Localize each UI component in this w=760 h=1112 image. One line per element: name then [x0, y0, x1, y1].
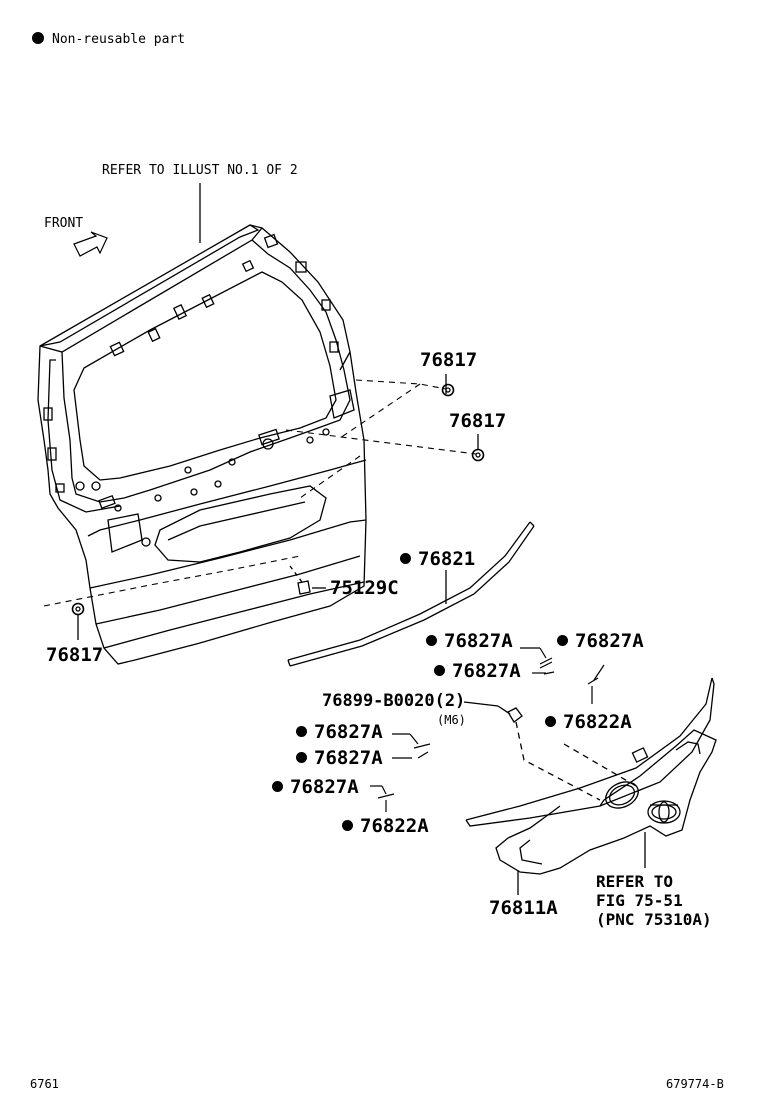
part-76827a-1-text: 76827A: [444, 630, 513, 652]
non-reusable-dot-icon: [426, 635, 437, 646]
part-76822a-2-text: 76822A: [360, 815, 429, 837]
non-reusable-dot-icon: [296, 726, 307, 737]
clip-76899: [463, 701, 637, 801]
legend-dot-icon: [32, 32, 44, 44]
part-76817-a: 76817: [420, 349, 478, 371]
weatherstrip-76821: [287, 521, 535, 667]
refer-line-1: REFER TO: [596, 872, 674, 891]
front-label: FRONT: [44, 216, 84, 231]
fastener-strips-76827a: [370, 647, 605, 812]
nut-76817-b: [471, 448, 485, 462]
part-76899-note: (M6): [437, 713, 466, 727]
part-76822a-2: 76822A: [342, 817, 429, 836]
emblem-icon: [644, 800, 681, 868]
part-76827a-2-text: 76827A: [575, 630, 644, 652]
part-76827a-3: 76827A: [434, 662, 521, 681]
non-reusable-dot-icon: [296, 752, 307, 763]
part-76827a-6: 76827A: [272, 778, 359, 797]
part-76827a-4-text: 76827A: [314, 721, 383, 743]
header-note: REFER TO ILLUST NO.1 OF 2: [102, 163, 298, 178]
part-76822a-1-text: 76822A: [563, 711, 632, 733]
non-reusable-dot-icon: [272, 781, 283, 792]
refer-line-2: FIG 75-51: [596, 891, 683, 911]
nut-76817-a: [441, 383, 455, 397]
garnish-76811a: [465, 677, 717, 895]
part-76821: 76821: [400, 550, 475, 569]
non-reusable-dot-icon: [342, 820, 353, 831]
part-76827a-2: 76827A: [557, 632, 644, 651]
part-76817-b: 76817: [449, 410, 507, 432]
part-76817-c: 76817: [46, 644, 104, 666]
non-reusable-dot-icon: [400, 553, 411, 564]
part-76811a: 76811A: [489, 897, 558, 919]
nut-76817-c: [71, 602, 85, 616]
clip-75129c: [289, 565, 326, 595]
refer-line-3: (PNC 75310A): [596, 910, 712, 930]
legend: Non-reusable part: [32, 32, 185, 46]
dash-lines-76817: [43, 379, 477, 607]
part-76899: 76899-B0020(2): [322, 691, 466, 711]
footer-left: 6761: [30, 1077, 59, 1091]
non-reusable-dot-icon: [557, 635, 568, 646]
part-76827a-6-text: 76827A: [290, 776, 359, 798]
part-76827a-5-text: 76827A: [314, 747, 383, 769]
part-76827a-3-text: 76827A: [452, 660, 521, 682]
part-75129c: 75129C: [330, 577, 399, 599]
front-arrow-icon: [73, 231, 108, 257]
part-76827a-4: 76827A: [296, 723, 383, 742]
refer-note: REFER TO FIG 75-51 (PNC 75310A): [596, 872, 712, 930]
back-door-panel: [37, 224, 367, 665]
part-76822a-1: 76822A: [545, 713, 632, 732]
legend-label: Non-reusable part: [52, 32, 186, 47]
non-reusable-dot-icon: [434, 665, 445, 676]
part-76827a-5: 76827A: [296, 749, 383, 768]
part-76821-text: 76821: [418, 548, 476, 570]
footer-right: 679774-B: [666, 1077, 724, 1091]
part-76827a-1: 76827A: [426, 632, 513, 651]
non-reusable-dot-icon: [545, 716, 556, 727]
